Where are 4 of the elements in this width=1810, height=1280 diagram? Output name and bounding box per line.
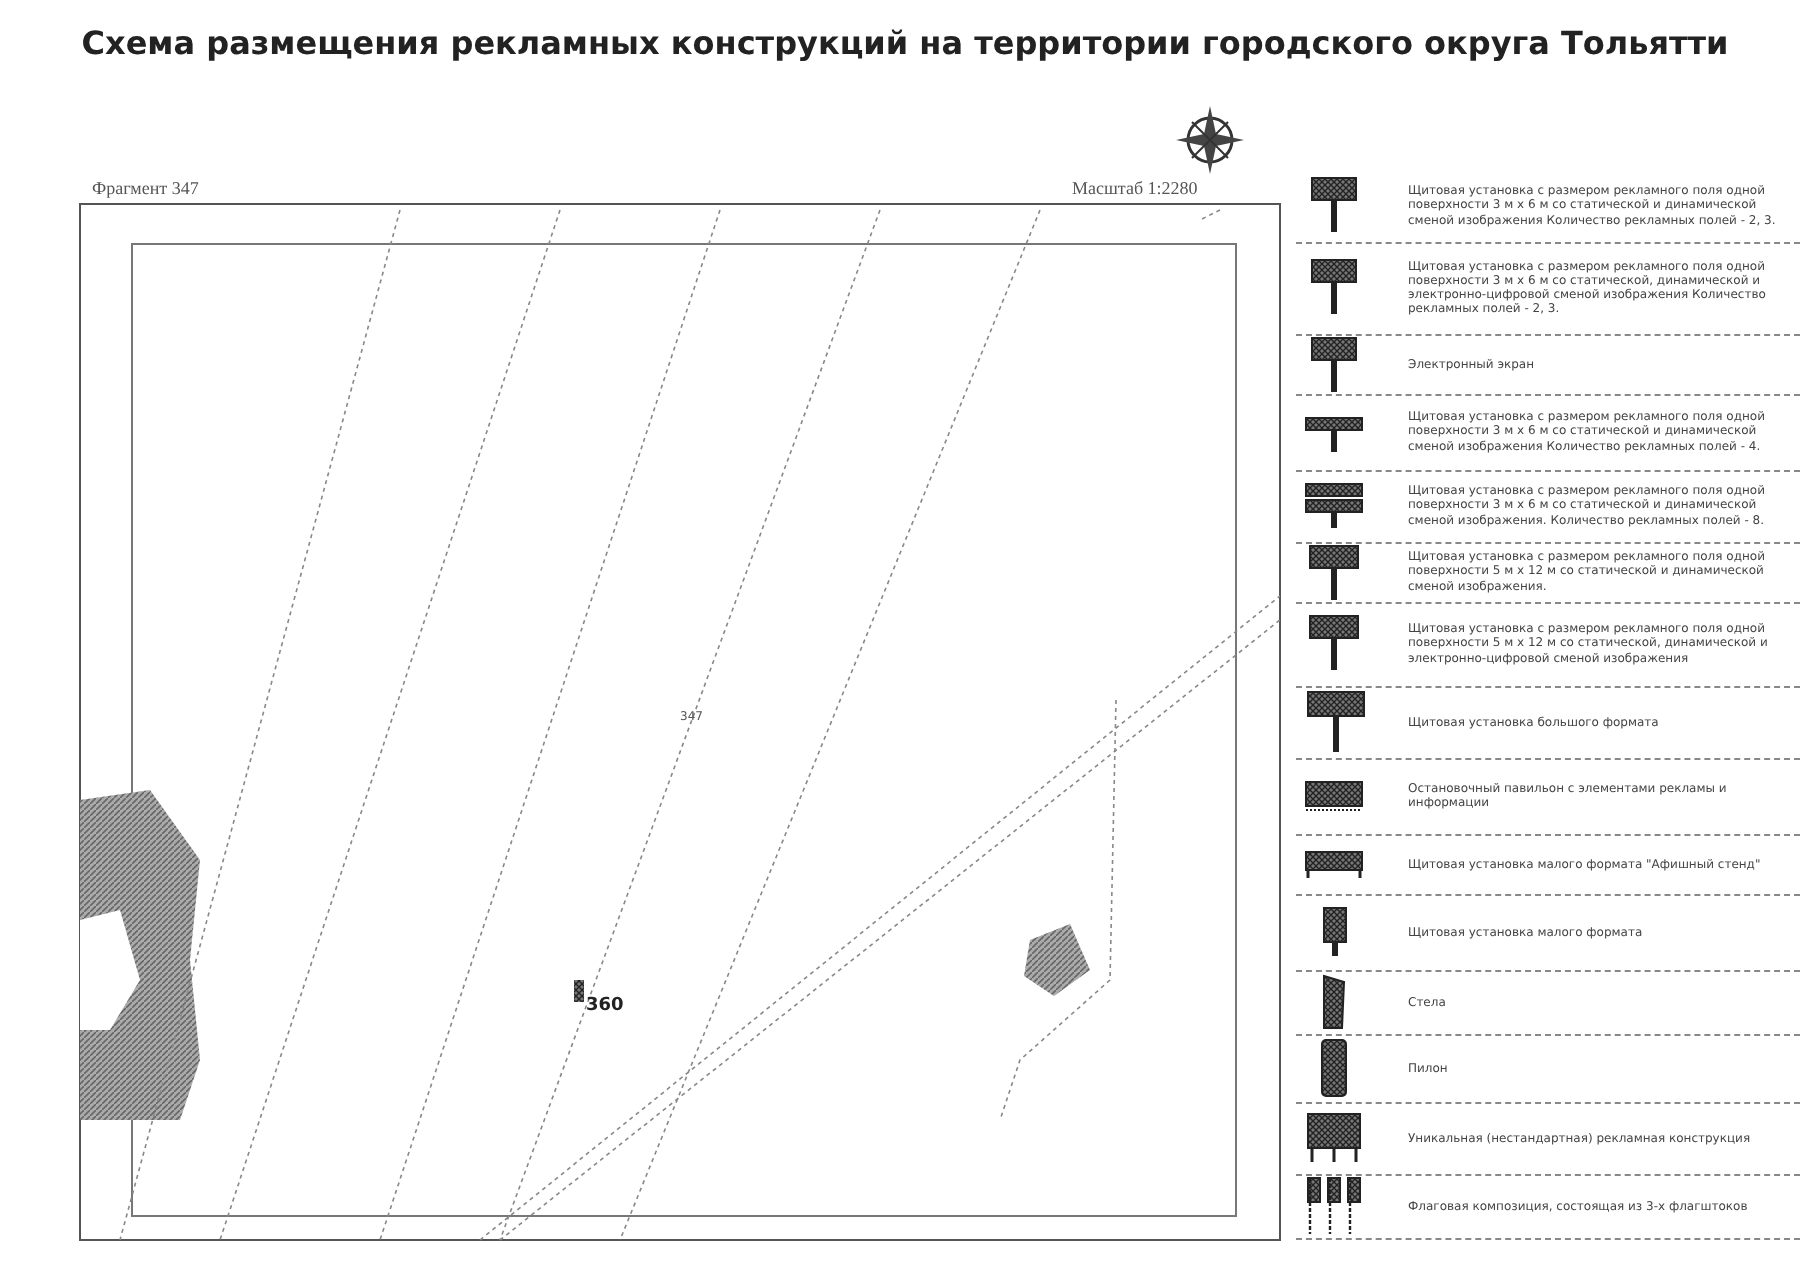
map-fragment-label: Фрагмент 347	[92, 178, 199, 198]
construction-number-label: 360	[586, 996, 624, 1016]
diagram-title: Схема размещения рекламных конструкций на территории городского округа Тольятти	[79, 24, 1731, 62]
map-scale-label: Масштаб 1:2280	[1072, 178, 1198, 198]
